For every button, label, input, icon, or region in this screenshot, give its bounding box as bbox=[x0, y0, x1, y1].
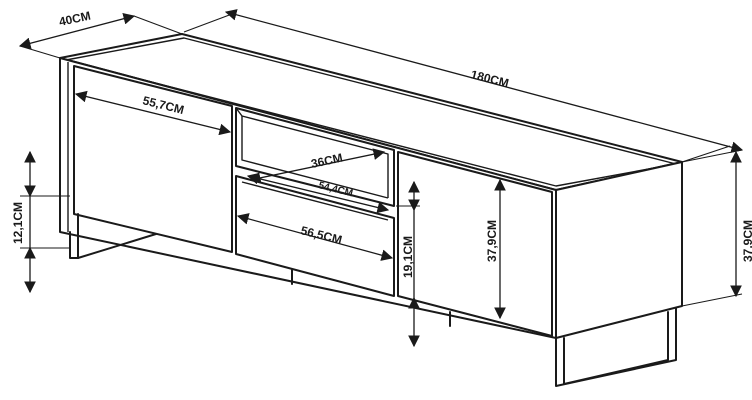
legs bbox=[69, 213, 677, 387]
leg-height-label: 12,1CM bbox=[11, 202, 25, 244]
right-door bbox=[397, 151, 553, 337]
shelf-depth-label: 36CM bbox=[310, 151, 344, 171]
inner-height-label: 37,9CM bbox=[485, 220, 499, 262]
left-leg-frame bbox=[69, 231, 157, 259]
depth-label: 40CM bbox=[58, 9, 92, 29]
cabinet-right-side bbox=[555, 161, 683, 339]
height-right-label: 37,9CM bbox=[741, 220, 752, 262]
dimension-lines bbox=[18, 9, 744, 348]
width-label: 180CM bbox=[469, 67, 510, 90]
drawer-height-label: 19,1CM bbox=[401, 236, 415, 278]
